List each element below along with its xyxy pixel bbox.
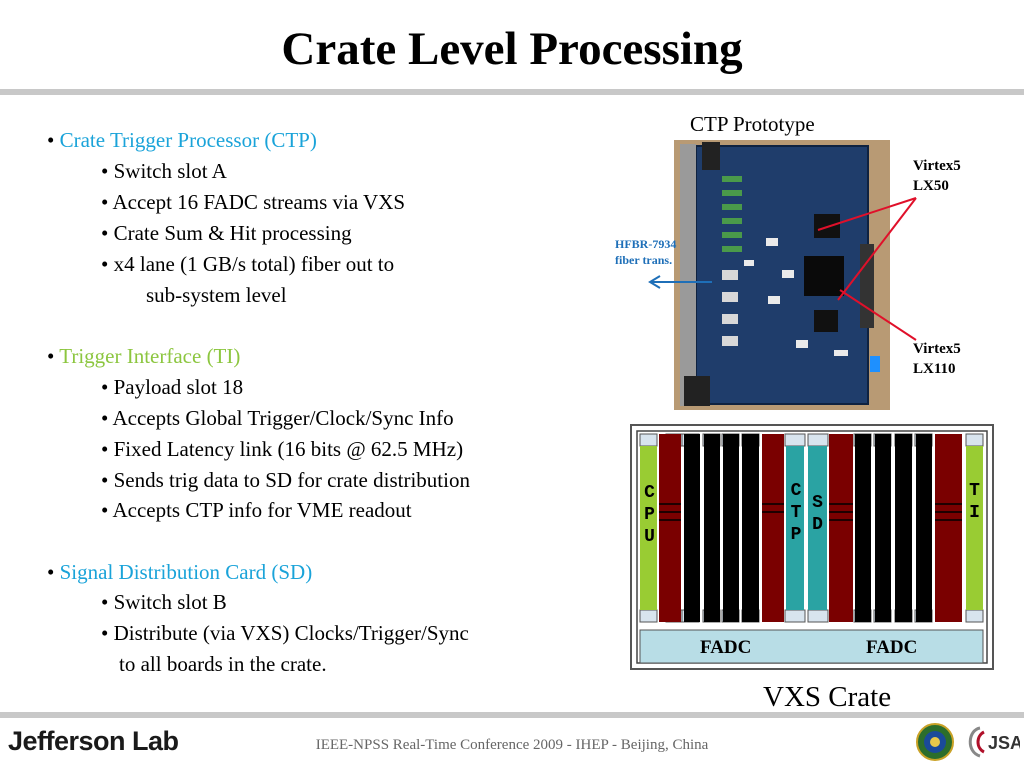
- fadc-label-left: FADC: [700, 637, 752, 658]
- footer-divider: [0, 712, 1024, 718]
- doe-seal-icon: [916, 723, 954, 761]
- bullet-ctp: • Crate Trigger Processor (CTP): [47, 128, 317, 152]
- footer-text: IEEE-NPSS Real-Time Conference 2009 - IH…: [315, 737, 709, 753]
- bullet-sd: • Signal Distribution Card (SD): [47, 560, 313, 584]
- fadc-label-right: FADC: [866, 637, 918, 658]
- jefferson-lab-logo: Jefferson Lab: [8, 726, 179, 756]
- bullet-trig-data: • Sends trig data to SD for crate distri…: [101, 468, 470, 492]
- bullet-ti: • Trigger Interface (TI): [47, 344, 241, 368]
- bullet-subsystem-level: sub-system level: [146, 283, 287, 307]
- bullet-fixed-latency: • Fixed Latency link (16 bits @ 62.5 MHz…: [101, 437, 464, 461]
- vxs-crate-diagram: [630, 424, 994, 670]
- vxs-crate-caption: VXS Crate: [763, 681, 892, 713]
- bullet-global-trigger: • Accepts Global Trigger/Clock/Sync Info: [101, 406, 454, 430]
- ctp-board-photo: [674, 140, 890, 410]
- bullet-switch-slot-a: • Switch slot A: [101, 159, 227, 183]
- title-divider: [0, 89, 1024, 95]
- bullet-all-boards: to all boards in the crate.: [119, 652, 327, 676]
- bullet-switch-slot-b: • Switch slot B: [101, 590, 227, 614]
- bullet-fadc-streams: • Accept 16 FADC streams via VXS: [101, 190, 406, 214]
- bullet-distribute: • Distribute (via VXS) Clocks/Trigger/Sy…: [101, 621, 469, 645]
- callout-arrows: [648, 197, 917, 341]
- bullet-crate-sum: • Crate Sum & Hit processing: [101, 221, 352, 245]
- slide-title: Crate Level Processing: [281, 23, 743, 75]
- bullet-payload-slot: • Payload slot 18: [101, 375, 244, 399]
- ctp-prototype-caption: CTP Prototype: [690, 112, 815, 136]
- svg-text:JSA: JSA: [988, 733, 1020, 753]
- jsa-logo-icon: JSA: [968, 726, 1020, 758]
- bullet-fiber-out: • x4 lane (1 GB/s total) fiber out to: [101, 252, 395, 276]
- bullet-vme-readout: • Accepts CTP info for VME readout: [101, 498, 412, 522]
